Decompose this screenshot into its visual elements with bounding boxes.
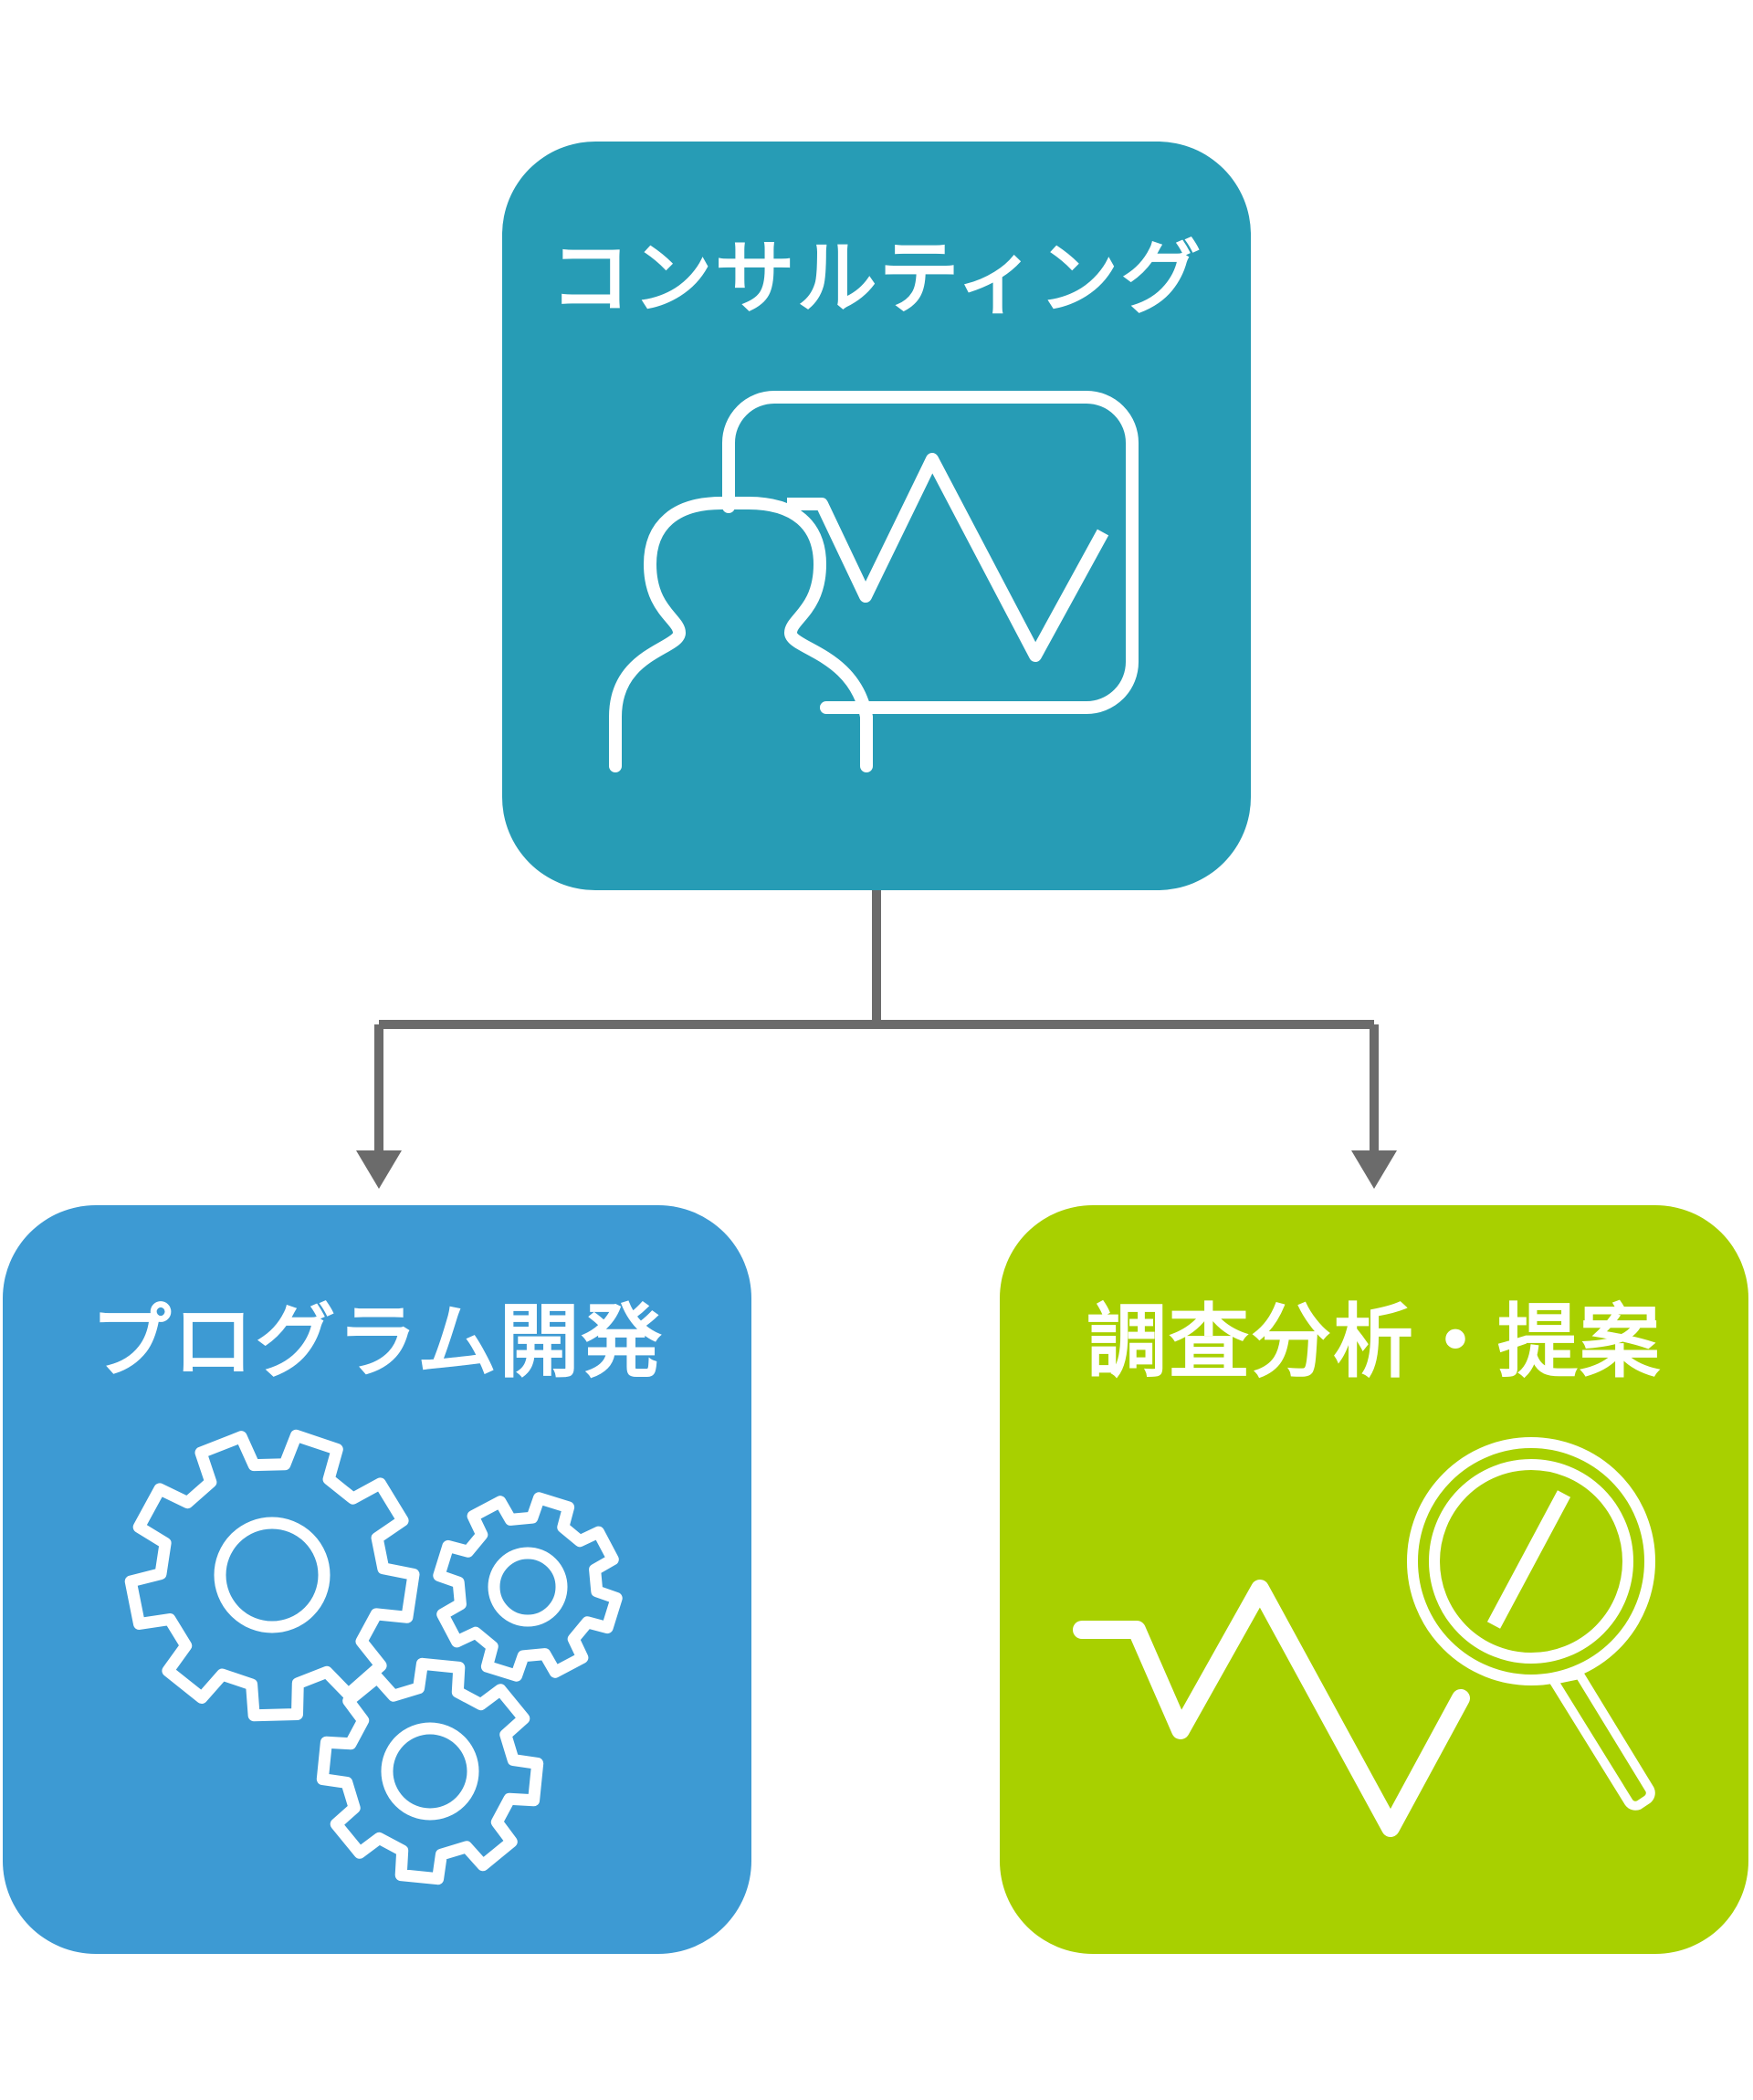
- node-consulting: コンサルティング: [502, 142, 1251, 890]
- node-program-development-title: プログラム開発: [90, 1295, 664, 1389]
- gears-icon: [124, 1429, 623, 1885]
- gear-medium-icon: [316, 1657, 544, 1885]
- trend-line-icon: [1073, 1580, 1470, 1837]
- gear-small-icon: [433, 1492, 623, 1682]
- magnifier-icon: [1407, 1437, 1655, 1811]
- node-program-development: プログラム開発: [3, 1205, 751, 1954]
- arrowhead-left-icon: [356, 1150, 402, 1189]
- node-research-analysis-title: 調査分析・提案: [1086, 1295, 1662, 1389]
- gear-large-icon: [124, 1429, 420, 1722]
- node-research-analysis: 調査分析・提案: [1000, 1205, 1748, 1954]
- analysis-magnifier-icon: [1073, 1437, 1655, 1837]
- node-consulting-title: コンサルティング: [550, 231, 1203, 325]
- presenter-chart-icon: [609, 391, 1139, 772]
- arrowhead-right-icon: [1351, 1150, 1397, 1189]
- connector-lines: [374, 890, 1379, 1152]
